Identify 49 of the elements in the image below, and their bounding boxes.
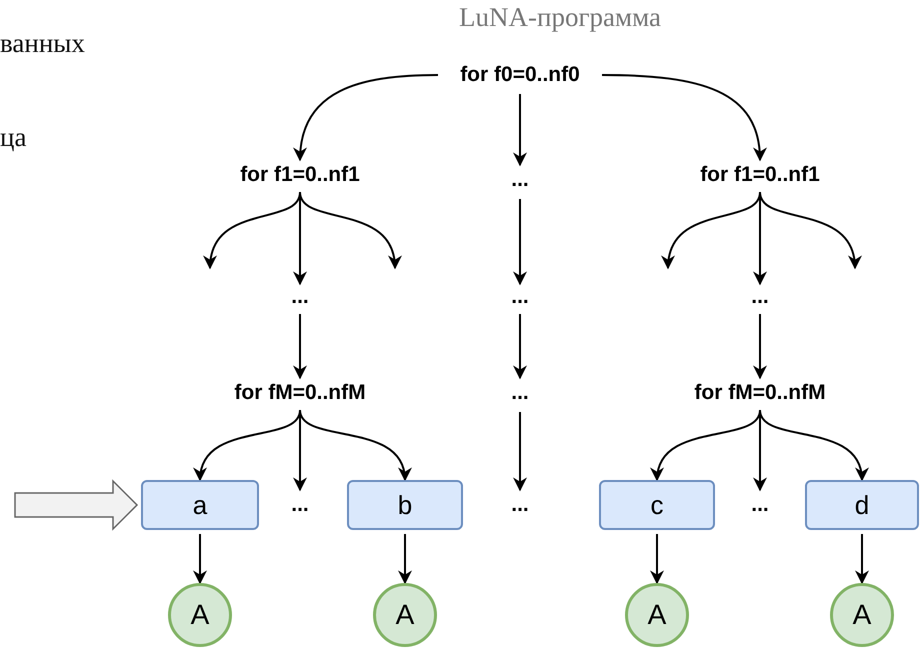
circle-node: A [830,583,894,647]
process-box: a [141,480,259,530]
process-box: d [805,480,919,530]
node-label: for fM=0..nfM [670,378,850,408]
title: LuNA-программа [458,2,662,33]
process-box: c [599,480,715,530]
arrow [293,194,307,286]
node-label: ... [740,490,780,520]
circle-node: A [168,583,232,647]
node-label: for f0=0..nf0 [440,60,600,90]
arrow [759,192,860,270]
node-label: ... [280,284,320,310]
node-label: ... [500,284,540,310]
arrow [204,192,301,270]
arrow [294,74,438,162]
arrow [293,314,307,380]
node-label: ... [280,490,320,520]
node-label: for f1=0..nf1 [215,160,385,190]
arrow [855,534,869,584]
node-label: ... [740,284,780,310]
arrow [193,534,207,584]
arrow [753,194,767,286]
circle-node: A [373,583,437,647]
block-arrow [14,479,138,531]
node-label: for fM=0..nfM [210,378,390,408]
arrow [662,192,761,270]
arrow [293,412,307,492]
text-fragment: ца [0,122,26,153]
circle-node: A [625,583,689,647]
arrow [513,412,527,492]
arrow [299,192,400,270]
node-label: ... [500,165,540,195]
arrow [513,94,527,166]
arrow [753,314,767,380]
text-fragment: ванных [0,28,85,59]
arrow [602,74,766,162]
arrow [759,410,868,482]
arrow [398,534,412,584]
arrow [299,410,410,482]
node-label: for f1=0..nf1 [675,160,845,190]
arrow [652,410,761,482]
arrow [513,314,527,380]
process-box: b [347,480,463,530]
arrow [650,534,664,584]
arrow [753,412,767,492]
node-label: ... [500,378,540,408]
arrow [194,410,301,482]
node-label: ... [500,490,540,520]
arrow [513,199,527,286]
